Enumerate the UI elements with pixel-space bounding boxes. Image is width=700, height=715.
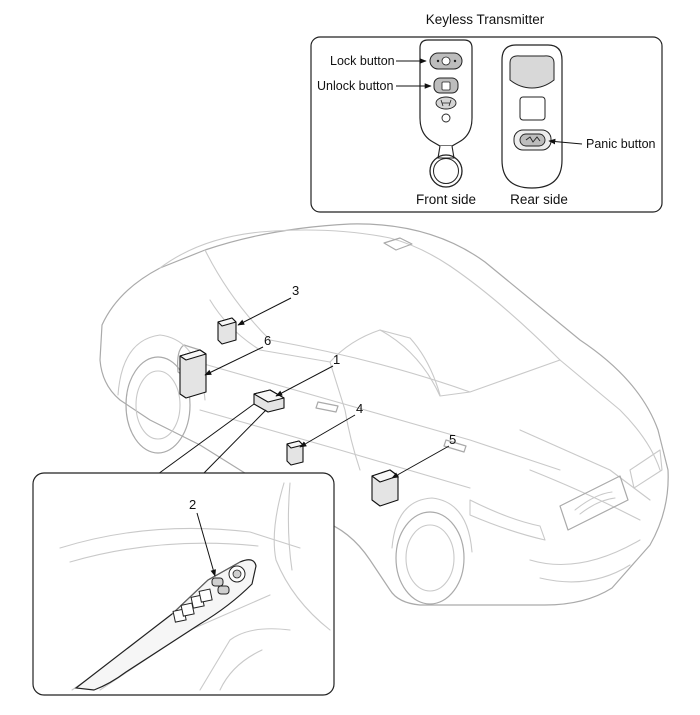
vehicle-illustration: [99, 223, 669, 606]
unlock-button-label: Unlock button: [317, 79, 393, 93]
callout-2: 2: [189, 497, 196, 512]
callout-1: 1: [333, 352, 340, 367]
panic-button-label: Panic button: [586, 137, 656, 151]
callout-3: 3: [292, 283, 299, 298]
callout-5: 5: [449, 432, 456, 447]
door-switch-detail-inset: 2: [32, 472, 335, 696]
callout-numbers: 3 6 1 4 5: [264, 283, 456, 447]
callout-6: 6: [264, 333, 271, 348]
lock-button-label: Lock button: [330, 54, 395, 68]
detail-inset-frame: [32, 472, 335, 696]
front-side-label: Front side: [416, 192, 476, 207]
panic-button-shape: [519, 133, 546, 147]
transmitter-frame: [310, 36, 663, 213]
transmitter-panel: Keyless Transmitter: [310, 12, 663, 213]
door-lock-switch-shape: [211, 577, 224, 587]
transmitter-rear-fob: [501, 44, 563, 189]
callout-leaders: [157, 297, 450, 479]
transmitter-title: Keyless Transmitter: [426, 12, 545, 27]
transmitter-front-fob: [419, 39, 473, 188]
rear-side-label: Rear side: [510, 192, 568, 207]
component-blocks: [179, 317, 399, 507]
callout-4: 4: [356, 401, 363, 416]
